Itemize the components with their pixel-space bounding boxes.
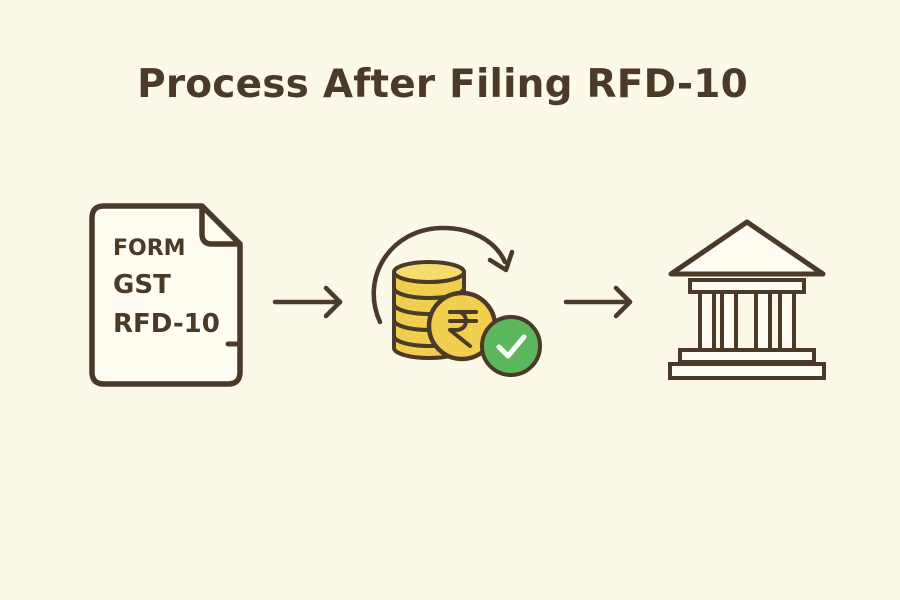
form-label-rfd10: RFD-10 (113, 309, 220, 339)
page-title: Process After Filing RFD-10 (137, 62, 748, 107)
document-icon (89, 203, 243, 387)
form-label-gst: GST (113, 270, 171, 300)
arrow-right-icon (272, 285, 343, 319)
form-label-form: FORM (113, 236, 186, 261)
bank-building-icon (668, 219, 826, 380)
arrow-right-icon (563, 285, 633, 319)
coins-rupee-check-icon (371, 225, 542, 377)
